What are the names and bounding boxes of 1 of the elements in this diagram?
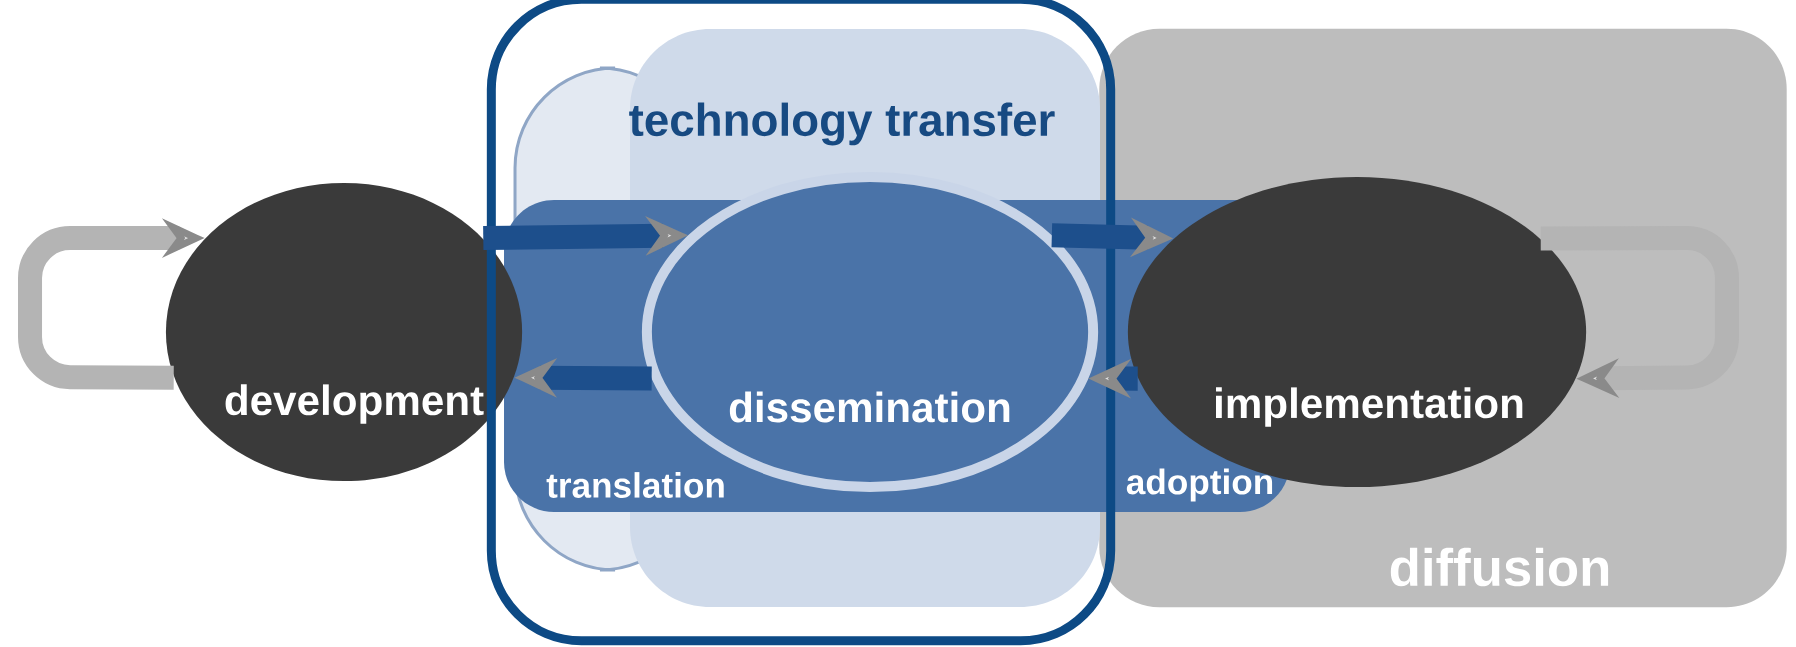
arrow bbox=[1540, 226, 1739, 398]
